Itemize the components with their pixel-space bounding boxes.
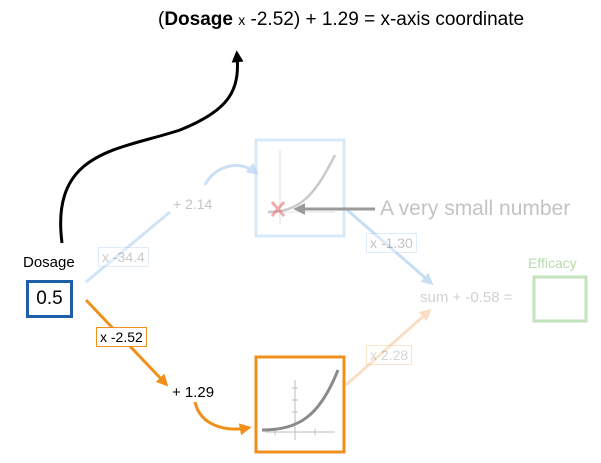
bottom-bias-label: + 1.29 xyxy=(172,384,215,401)
top-output-weight-label: x -1.30 xyxy=(366,233,417,253)
bottom-output-edge xyxy=(345,308,432,387)
top-output-edge xyxy=(344,206,434,286)
input-label: Dosage xyxy=(23,254,75,271)
input-value-box: 0.5 xyxy=(26,280,73,318)
bottom-activation-box xyxy=(254,355,346,454)
top-weight-edge xyxy=(85,210,171,284)
bottom-bias-arrow xyxy=(193,401,252,436)
formula-text: (Dosage x -2.52) + 1.29 = x-axis coordin… xyxy=(158,9,525,30)
red-x-mark xyxy=(270,201,286,217)
formula-dosage-term: Dosage xyxy=(164,9,233,30)
bottom-weight-label: x -2.52 xyxy=(96,327,147,347)
top-bias-arrow xyxy=(203,162,259,186)
top-weight-label: x -34.4 xyxy=(98,247,149,267)
small-number-annotation: A very small number xyxy=(380,197,571,220)
top-bias-label: + 2.14 xyxy=(173,196,213,212)
bottom-output-weight-label: x 2.28 xyxy=(366,345,413,365)
sum-label: sum + -0.58 = xyxy=(420,289,513,306)
output-box xyxy=(532,275,588,323)
top-activation-box xyxy=(254,138,346,238)
formula-arrow xyxy=(59,50,244,244)
output-label: Efficacy xyxy=(528,255,577,271)
